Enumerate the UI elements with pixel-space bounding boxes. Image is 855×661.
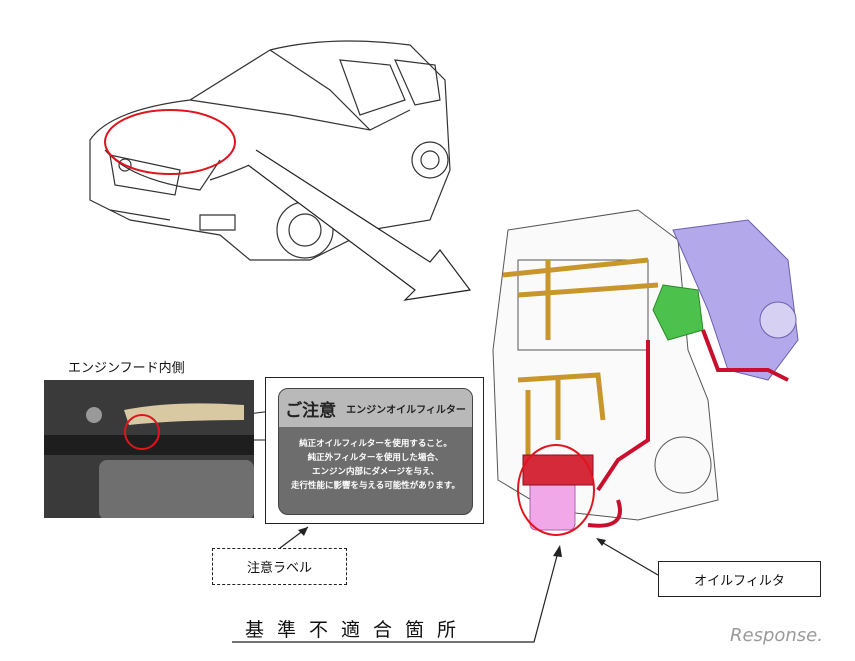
label-location-circle	[124, 414, 160, 450]
response-logo: Response.	[730, 625, 823, 646]
nonconformity-arrow	[232, 551, 559, 643]
arrowhead	[298, 527, 308, 536]
caution-line: 走行性能に影響を与える可能性があります。	[291, 481, 460, 491]
engine-illustration	[492, 209, 799, 536]
caution-label-closeup: ご注意 エンジンオイルフィルター 純正オイルフィルターを使用すること。 純正外フ…	[265, 377, 484, 524]
oil-filter-arrow	[597, 539, 659, 576]
caution-sticker-body: 純正オイルフィルターを使用すること。 純正外フィルターを使用した場合、 エンジン…	[279, 427, 472, 493]
arrowhead	[553, 545, 562, 557]
caution-title: ご注意	[285, 400, 337, 421]
green-component	[652, 284, 704, 341]
hood-inner-photo	[44, 380, 254, 518]
hood-highlight-circle	[104, 109, 236, 175]
red-pipes	[587, 329, 789, 528]
caution-line: 純正外フィルターを使用した場合、	[307, 453, 444, 463]
caution-line: 純正オイルフィルターを使用すること。	[299, 439, 452, 449]
hood-inner-caption: エンジンフード内側	[68, 361, 185, 376]
gold-pipes	[502, 257, 659, 460]
caution-label-caption: 注意ラベル	[212, 548, 347, 585]
filter-highlight-circle	[517, 444, 595, 536]
caution-label-text: 注意ラベル	[246, 561, 312, 576]
caution-sticker-header: ご注意 エンジンオイルフィルター	[279, 389, 472, 427]
caution-subtitle: エンジンオイルフィルター	[346, 404, 466, 416]
filter-housing	[522, 454, 594, 486]
turbocharger	[672, 219, 799, 381]
oil-filter-caption: オイルフィルタ	[658, 561, 821, 597]
pointer-arrow	[247, 149, 472, 301]
nonconformity-caption: 基準不適合箇所	[245, 619, 470, 641]
arrowhead	[596, 538, 606, 546]
caution-line: エンジン内部にダメージを与え、	[311, 467, 440, 477]
oil-filter-text: オイルフィルタ	[694, 573, 785, 589]
caution-sticker: ご注意 エンジンオイルフィルター 純正オイルフィルターを使用すること。 純正外フ…	[278, 388, 473, 515]
